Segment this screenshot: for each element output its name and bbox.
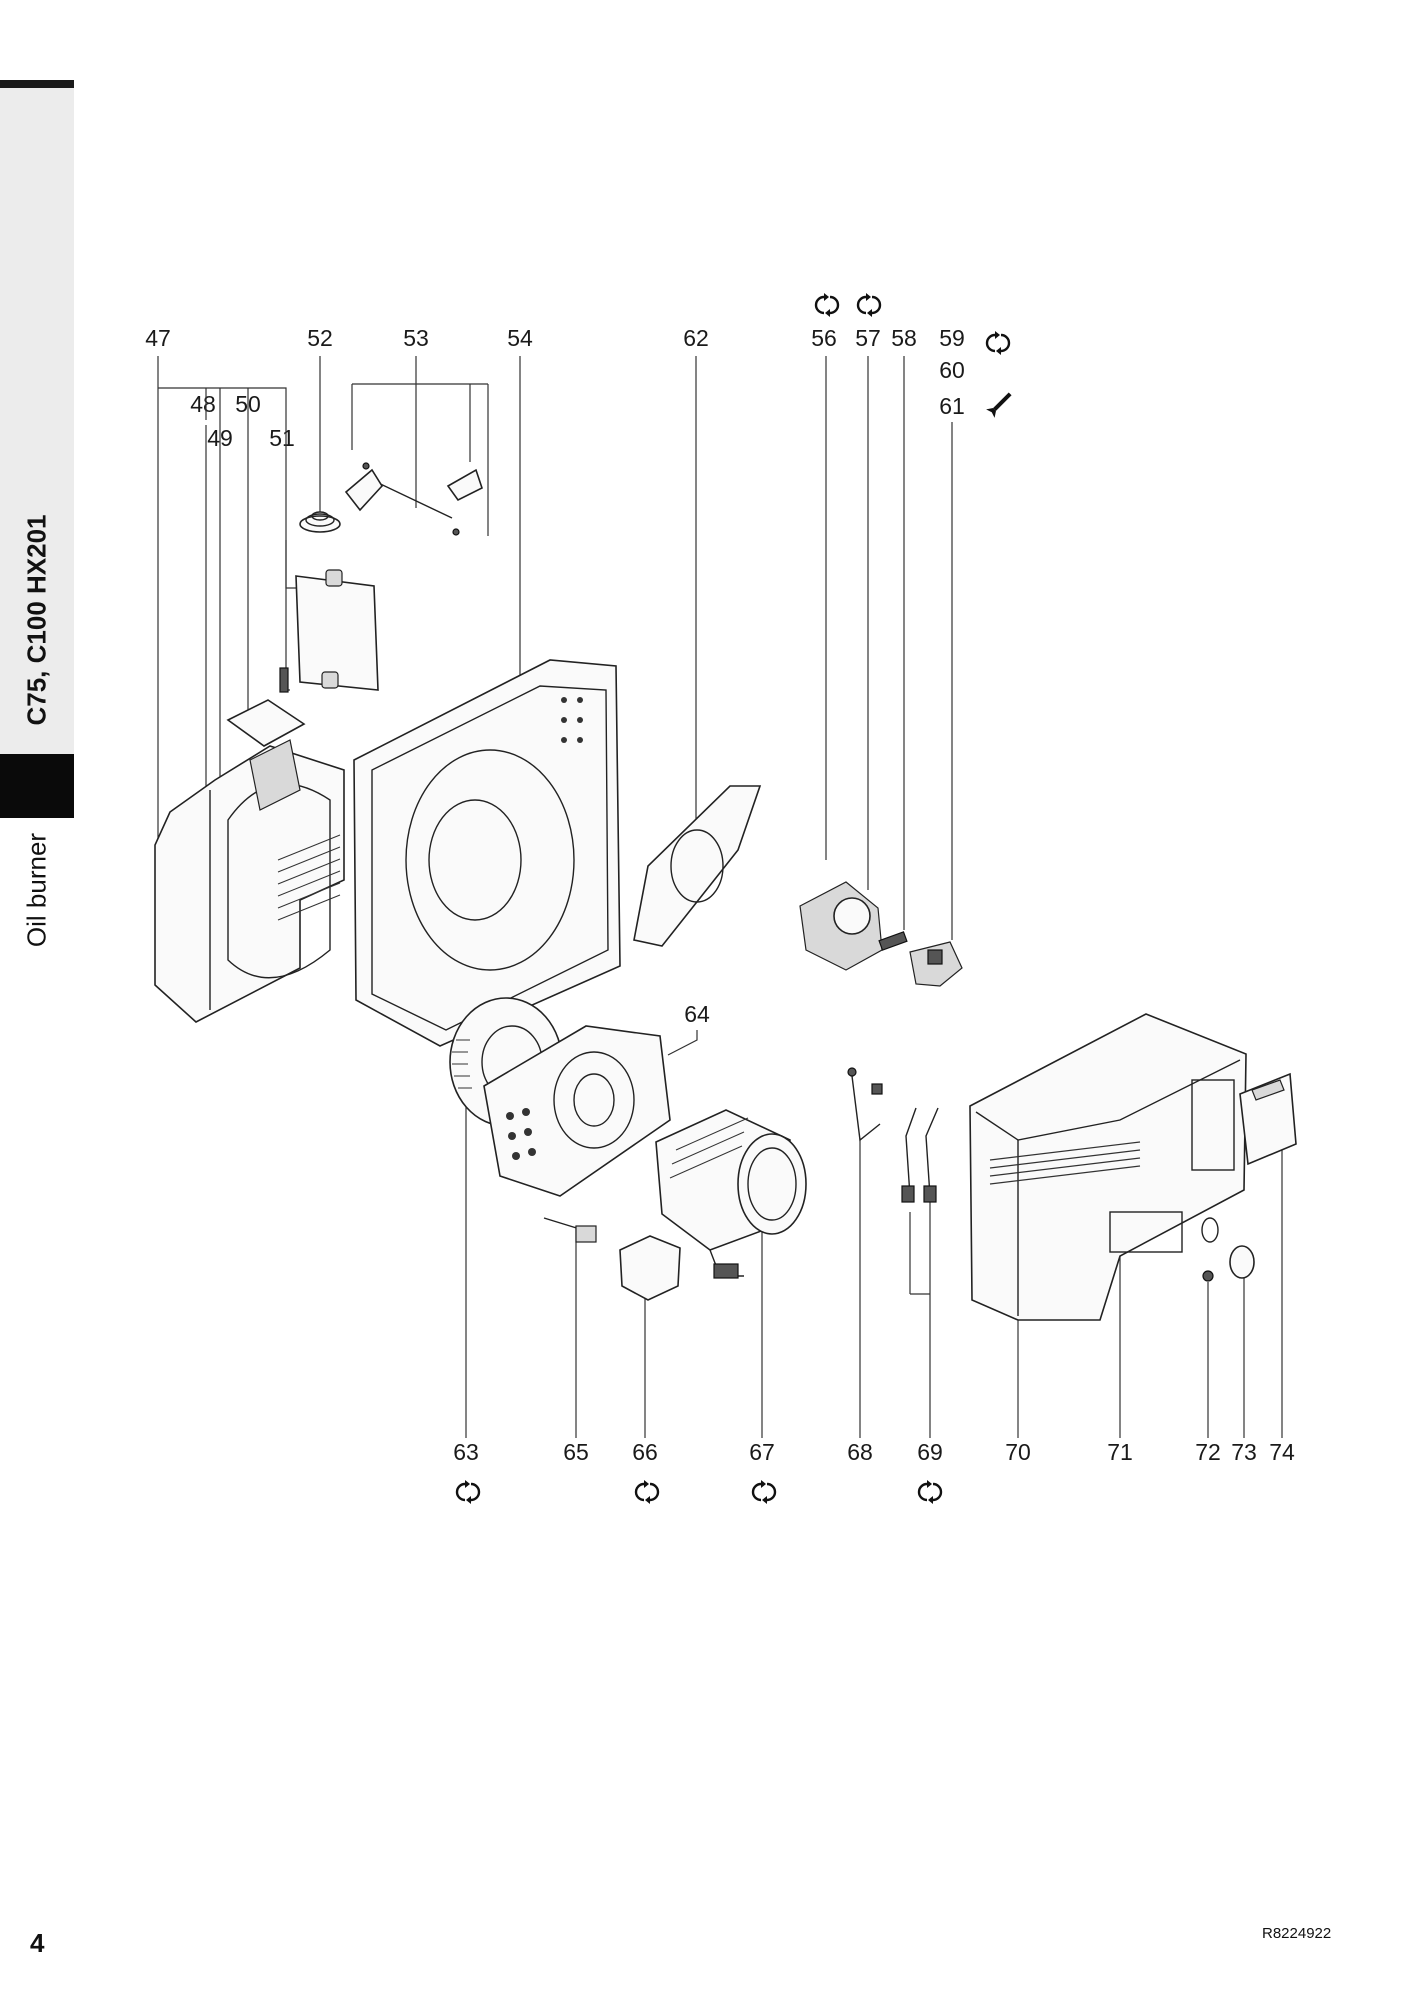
callout-62: 62 — [683, 325, 709, 351]
rotate-arrows-icon — [856, 291, 882, 319]
callout-59: 59 — [939, 325, 965, 351]
photocell — [847, 1067, 883, 1142]
ignition-transformer — [619, 1235, 681, 1301]
wrench-icon — [986, 392, 1012, 418]
callout-72: 72 — [1195, 1439, 1221, 1465]
ignition-electrode — [543, 1217, 597, 1243]
callout-64: 64 — [684, 1001, 710, 1027]
callout-67: 67 — [749, 1439, 775, 1465]
motor-plate — [483, 1025, 671, 1197]
leader-lines — [157, 356, 1283, 1438]
callout-71: 71 — [1107, 1439, 1133, 1465]
callout-68: 68 — [847, 1439, 873, 1465]
rotate-arrows-icon — [634, 1478, 660, 1506]
fan-motor — [655, 1109, 807, 1279]
side-tab-top-bar — [0, 80, 74, 88]
callout-73: 73 — [1231, 1439, 1257, 1465]
rotate-arrows-icon — [814, 291, 840, 319]
callout-61: 61 — [939, 393, 965, 419]
callout-51: 51 — [269, 425, 295, 451]
callout-48: 48 — [190, 391, 216, 417]
callout-54: 54 — [507, 325, 533, 351]
rotate-arrows-icon — [455, 1478, 481, 1506]
callout-60: 60 — [939, 357, 965, 383]
inspection-window — [1239, 1072, 1297, 1166]
solenoid-valve — [909, 941, 963, 987]
bracket-plate — [226, 699, 306, 747]
spring-part — [299, 511, 341, 533]
air-flap-plate — [295, 569, 379, 691]
callout-70: 70 — [1005, 1439, 1031, 1465]
rotate-arrows-icon — [917, 1478, 943, 1506]
cover-screw — [1202, 1270, 1214, 1282]
stud-bolt — [279, 667, 289, 693]
fan-housing — [353, 659, 621, 1047]
callout-57: 57 — [855, 325, 881, 351]
callout-53: 53 — [403, 325, 429, 351]
callout-74: 74 — [1269, 1439, 1295, 1465]
callout-52: 52 — [307, 325, 333, 351]
side-tab-marker — [0, 754, 74, 818]
callout-63: 63 — [453, 1439, 479, 1465]
callout-65: 65 — [563, 1439, 589, 1465]
callout-47: 47 — [145, 325, 171, 351]
document-code: R8224922 — [1262, 1925, 1332, 1942]
linkage-rod — [344, 462, 483, 536]
callout-69: 69 — [917, 1439, 943, 1465]
oil-pump — [799, 881, 883, 971]
rotate-arrows-icon — [985, 329, 1011, 357]
burner-cover — [969, 1013, 1247, 1321]
page-number: 4 — [30, 1928, 45, 1958]
pump-coupling — [878, 931, 908, 951]
oil-hoses — [901, 1107, 939, 1203]
cover-plug — [1229, 1245, 1255, 1279]
callout-58: 58 — [891, 325, 917, 351]
callout-66: 66 — [632, 1439, 658, 1465]
burner-housing — [154, 739, 345, 1023]
callout-56: 56 — [811, 325, 837, 351]
rotate-arrows-icon — [751, 1478, 777, 1506]
side-tab-background — [0, 88, 74, 754]
gasket-plate — [633, 785, 762, 947]
